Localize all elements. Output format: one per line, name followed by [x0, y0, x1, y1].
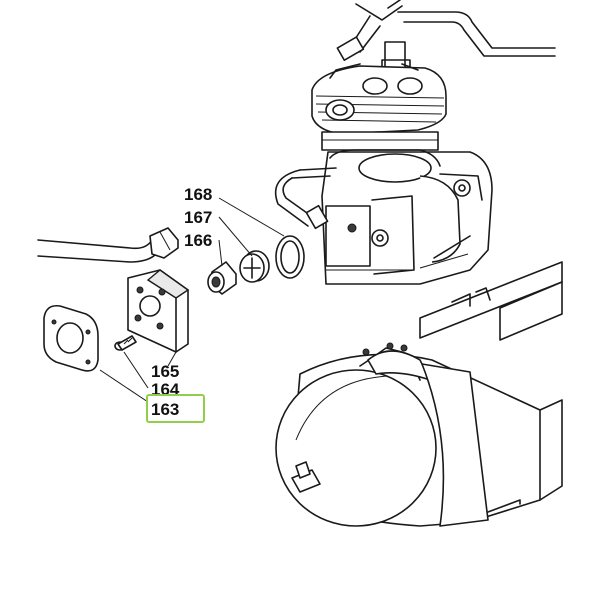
callout-164[interactable]: 164	[151, 380, 180, 399]
air-tank	[275, 342, 563, 527]
inlet-pipe	[37, 227, 179, 263]
callout-165[interactable]: 165	[151, 362, 180, 381]
part-168-o-ring	[275, 235, 305, 279]
compressor-crankcase	[321, 149, 493, 285]
side-hose	[274, 167, 337, 230]
part-167-disc	[239, 250, 270, 283]
callout-167[interactable]: 167	[184, 208, 213, 227]
part-166-bushing	[207, 261, 237, 295]
frame-rails	[419, 261, 563, 341]
compressor-head	[311, 63, 447, 151]
callout-168[interactable]: 168	[184, 185, 213, 204]
part-163-gasket	[43, 304, 99, 372]
callout-163[interactable]: 163	[151, 400, 180, 419]
leader-lines	[99, 197, 285, 403]
part-165-flange	[127, 269, 190, 353]
part-164-bolt	[114, 335, 137, 351]
top-air-pipe	[336, 0, 556, 71]
callout-166[interactable]: 166	[184, 231, 213, 250]
